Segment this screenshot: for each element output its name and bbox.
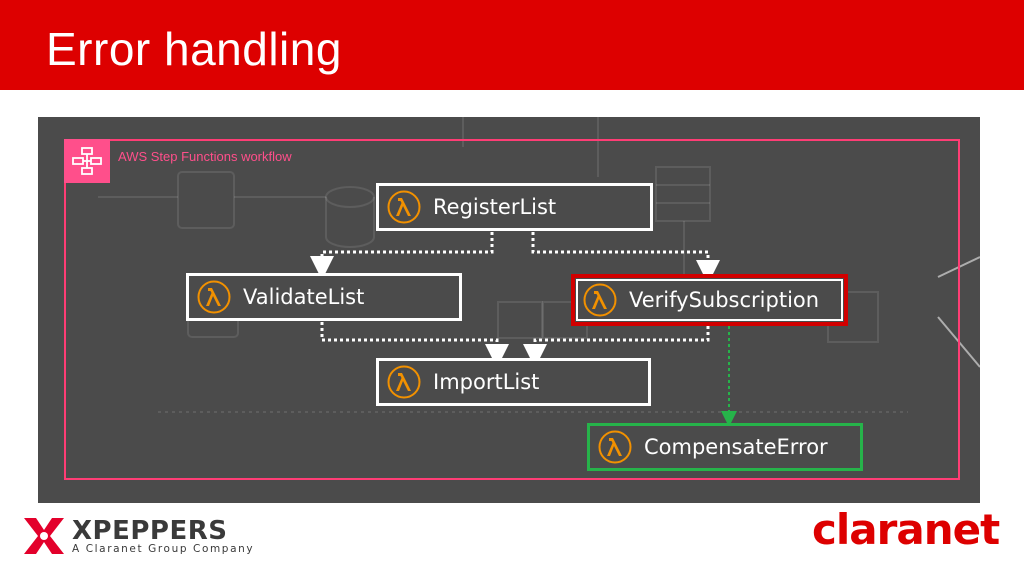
step-functions-icon [64, 139, 110, 183]
node-register-list: RegisterList [376, 183, 653, 231]
arrow-register-to-validate [310, 232, 494, 280]
workflow-label: AWS Step Functions workflow [118, 149, 292, 164]
node-label: ValidateList [243, 285, 365, 309]
arrow-validate-to-import [320, 322, 509, 368]
arrow-verify-to-import [523, 326, 710, 368]
slide-title: Error handling [46, 23, 342, 75]
node-compensate-error: CompensateError [587, 423, 863, 471]
node-label: ImportList [433, 370, 540, 394]
company-tagline: A Claranet Group Company [72, 543, 255, 555]
company-name: XPEPPERS [72, 516, 228, 546]
aws-lambda-icon [598, 430, 632, 464]
aws-lambda-icon [387, 190, 421, 224]
node-label: VerifySubscription [629, 288, 820, 312]
node-label: CompensateError [644, 435, 828, 459]
node-verify-subscription: VerifySubscription [571, 274, 848, 326]
claranet-logo: claranet [812, 505, 1000, 554]
aws-lambda-icon [197, 280, 231, 314]
step-functions-workflow-frame [64, 139, 960, 480]
node-validate-list: ValidateList [186, 273, 462, 321]
arrow-register-to-verify [531, 232, 720, 284]
aws-lambda-icon [387, 365, 421, 399]
xpeppers-logo-icon [24, 518, 64, 554]
node-label: RegisterList [433, 195, 557, 219]
aws-lambda-icon [583, 283, 617, 317]
node-import-list: ImportList [376, 358, 651, 406]
title-bar [0, 0, 1024, 90]
